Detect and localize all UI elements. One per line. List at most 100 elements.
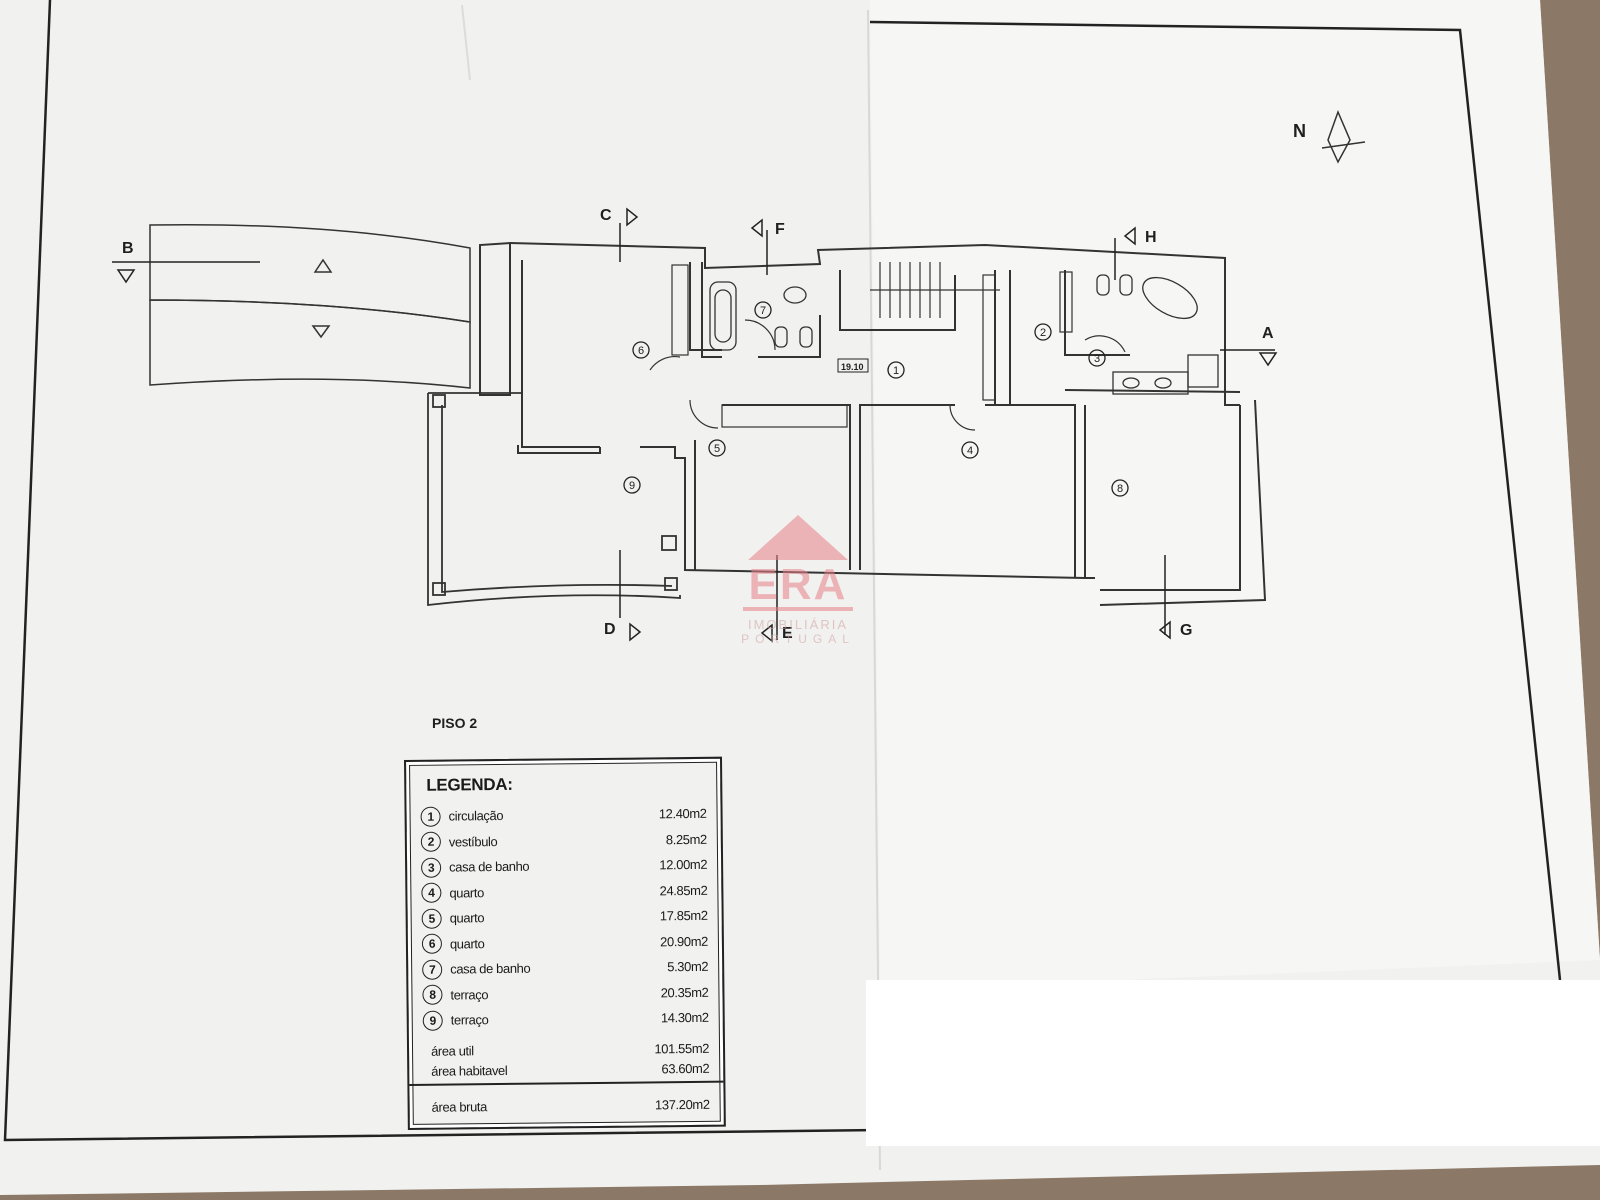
svg-text:7: 7 bbox=[760, 305, 766, 317]
legend-room-number: 2 bbox=[420, 831, 441, 853]
svg-text:B: B bbox=[122, 240, 134, 257]
legend-row: 5 quarto 17.85m2 bbox=[421, 903, 708, 931]
svg-text:G: G bbox=[1180, 622, 1192, 639]
north-arrow-icon: N bbox=[1293, 109, 1366, 164]
legend-row: 2 vestíbulo 8.25m2 bbox=[420, 826, 707, 854]
legend-room-number: 6 bbox=[421, 933, 443, 955]
legend-room-name: terraço bbox=[450, 986, 489, 1003]
legend-room-area: 12.40m2 bbox=[658, 806, 707, 822]
legend-row: 4 quarto 24.85m2 bbox=[421, 877, 707, 905]
svg-text:5: 5 bbox=[714, 443, 720, 455]
section-marker-c: C bbox=[600, 207, 639, 227]
legend-row: 1 circulação 12.40m2 bbox=[420, 801, 707, 829]
svg-text:2: 2 bbox=[1040, 327, 1046, 339]
paper-fold-right bbox=[870, 0, 1600, 990]
staircase bbox=[870, 262, 1000, 318]
svg-text:F: F bbox=[775, 221, 785, 238]
legend-room-number: 4 bbox=[421, 882, 442, 904]
legend-room-area: 20.90m2 bbox=[660, 933, 708, 950]
building-walls bbox=[479, 242, 1267, 606]
legend-room-area: 24.85m2 bbox=[659, 882, 708, 899]
gross-name: área bruta bbox=[431, 1098, 487, 1115]
room-number-1: 1 bbox=[887, 361, 905, 379]
svg-text:C: C bbox=[600, 207, 612, 224]
section-marker-h: H bbox=[1123, 226, 1157, 246]
svg-text:6: 6 bbox=[638, 345, 644, 357]
level-box bbox=[837, 358, 869, 373]
svg-text:1: 1 bbox=[893, 365, 899, 377]
svg-text:3: 3 bbox=[1094, 353, 1100, 365]
total-area: 101.55m2 bbox=[654, 1040, 710, 1057]
legend-row: 9 terraço 14.30m2 bbox=[422, 1005, 709, 1033]
ramp bbox=[149, 223, 471, 389]
legend-room-area: 5.30m2 bbox=[667, 959, 709, 975]
svg-text:9: 9 bbox=[629, 480, 635, 492]
sheet-border bbox=[869, 20, 1562, 981]
legend-rows: 1 circulação 12.40m2 2 vestíbulo 8.25m2 3 casa … bbox=[420, 801, 709, 1033]
svg-text:4: 4 bbox=[967, 445, 973, 457]
legend-room-number: 8 bbox=[422, 984, 443, 1006]
wardrobes bbox=[671, 264, 1073, 428]
total-name: área util bbox=[430, 1043, 474, 1059]
total-area: 63.60m2 bbox=[661, 1060, 710, 1077]
svg-text:H: H bbox=[1145, 229, 1157, 246]
house-logo-icon bbox=[748, 515, 848, 560]
room-number-4: 4 bbox=[961, 441, 979, 459]
legend-room-area: 17.85m2 bbox=[659, 908, 708, 924]
legend-room-name: vestíbulo bbox=[448, 833, 498, 850]
legend-room-name: casa de banho bbox=[449, 858, 530, 875]
legend-room-area: 8.25m2 bbox=[665, 831, 707, 848]
legend-row: 6 quarto 20.90m2 bbox=[421, 928, 708, 956]
legend-total-row: área habitavel 63.60m2 bbox=[423, 1058, 709, 1081]
legend-room-name: quarto bbox=[449, 910, 485, 926]
legend-row: 7 casa de banho 5.30m2 bbox=[422, 954, 708, 982]
total-name: área habitavel bbox=[431, 1062, 508, 1079]
watermark-line2: PORTUGAL bbox=[741, 632, 855, 646]
svg-text:E: E bbox=[782, 625, 793, 642]
legend-room-number: 7 bbox=[422, 959, 443, 980]
section-marker-f: F bbox=[750, 218, 785, 238]
svg-text:D: D bbox=[604, 621, 616, 638]
legend-room-number: 1 bbox=[420, 806, 441, 827]
svg-text:8: 8 bbox=[1117, 483, 1123, 495]
watermark-line1: IMOBILIÁRIA bbox=[747, 617, 849, 632]
legend-room-name: terraço bbox=[450, 1012, 489, 1028]
room-number-2: 2 bbox=[1034, 323, 1052, 341]
section-marker-a: A bbox=[1258, 325, 1278, 367]
room-number-7: 7 bbox=[754, 301, 772, 319]
legend-room-name: casa de banho bbox=[450, 960, 531, 977]
legend-room-area: 14.30m2 bbox=[660, 1010, 709, 1026]
doors bbox=[649, 319, 1126, 431]
legend-room-number: 9 bbox=[422, 1010, 443, 1031]
room-number-8: 8 bbox=[1111, 479, 1129, 497]
watermark-bar bbox=[743, 607, 853, 611]
room-number-3: 3 bbox=[1088, 349, 1106, 367]
section-marker-d: D bbox=[604, 621, 642, 642]
gross-area: 137.20m2 bbox=[654, 1096, 710, 1112]
section-lines bbox=[112, 223, 1275, 640]
room-number-9: 9 bbox=[623, 476, 641, 494]
legend-room-name: quarto bbox=[449, 884, 484, 901]
svg-text:A: A bbox=[1262, 325, 1274, 342]
north-label: N bbox=[1293, 121, 1306, 141]
legend-room-name: quarto bbox=[449, 935, 485, 952]
room-number-6: 6 bbox=[632, 341, 650, 359]
section-marker-b: B bbox=[116, 240, 136, 284]
legend-room-number: 3 bbox=[421, 857, 442, 878]
floor-label: PISO 2 bbox=[432, 715, 477, 731]
section-marker-g: G bbox=[1158, 620, 1192, 640]
legend-room-number: 5 bbox=[421, 908, 442, 929]
era-watermark: ERA IMOBILIÁRIA PORTUGAL bbox=[733, 505, 863, 646]
bath-fixtures bbox=[709, 274, 1219, 395]
watermark-brand: ERA bbox=[748, 560, 848, 609]
legend-room-name: circulação bbox=[448, 808, 504, 824]
paper-fold-line bbox=[461, 4, 471, 81]
legend-gross-row: área bruta 137.20m2 bbox=[409, 1080, 724, 1128]
stair-level: 19.10 bbox=[841, 362, 864, 372]
room-number-5: 5 bbox=[708, 439, 726, 457]
terrace-9-outline bbox=[427, 392, 681, 607]
